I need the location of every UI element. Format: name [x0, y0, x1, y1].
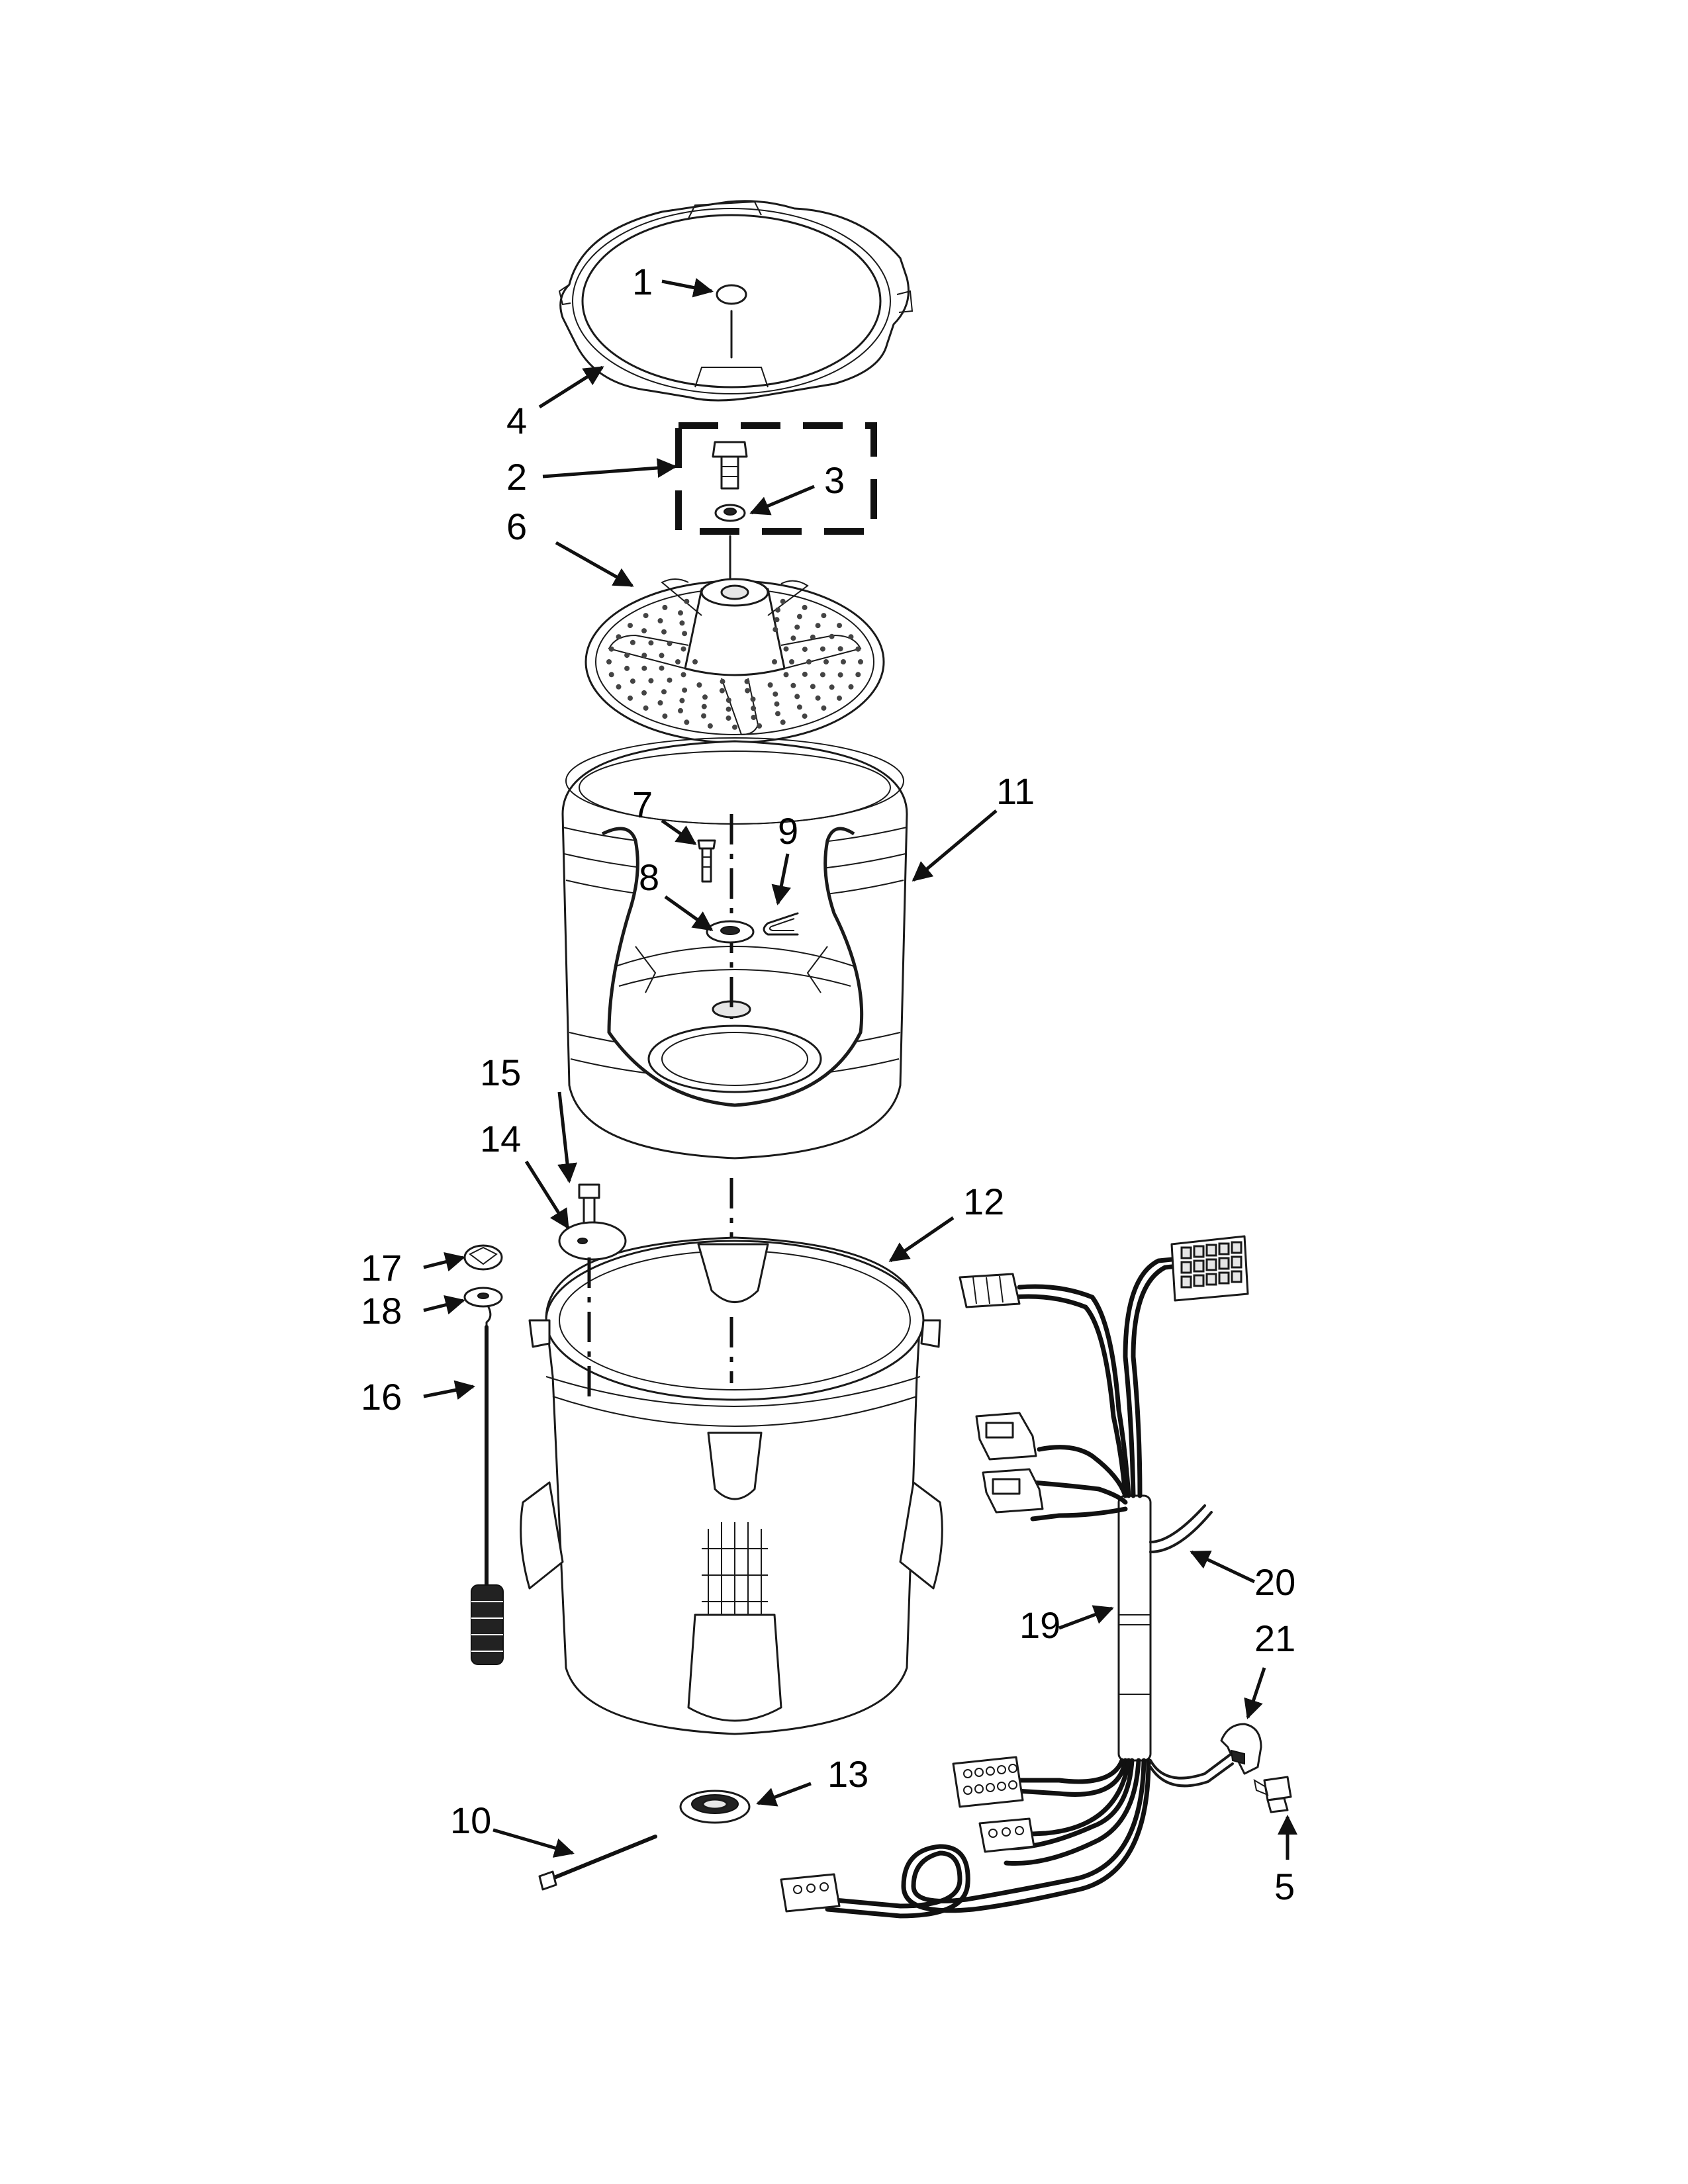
part-12-outer-tub [520, 1236, 943, 1735]
part-16-suspension-rod [471, 1306, 504, 1665]
part-7-screw [697, 839, 716, 883]
callout-labels: 1 2 3 4 5 6 7 8 9 10 11 12 13 14 15 16 1… [361, 261, 1295, 1907]
part-8-hub [706, 920, 755, 944]
part-9-clip [763, 912, 799, 936]
part-19-wire-harness [825, 1255, 1201, 1919]
callout-arrows [423, 277, 1297, 1860]
callout-5: 5 [1274, 1866, 1295, 1907]
part-2-3-kit-box [675, 422, 877, 535]
part-20-hose [1149, 1504, 1234, 1788]
callout-1: 1 [632, 261, 653, 302]
harness-connector-lower-2 [978, 1817, 1035, 1853]
harness-connector-mid-2 [982, 1468, 1044, 1514]
callout-12: 12 [963, 1181, 1004, 1222]
callout-14: 14 [480, 1118, 521, 1160]
callout-8: 8 [639, 856, 659, 898]
callout-2: 2 [506, 456, 527, 498]
harness-connector-top-right [1170, 1235, 1249, 1302]
callout-6: 6 [506, 506, 527, 547]
callout-9: 9 [778, 810, 798, 852]
part-5-screw [1253, 1776, 1292, 1813]
harness-connector-mid-1 [975, 1412, 1037, 1461]
harness-connector-top-left [959, 1273, 1021, 1308]
callout-10: 10 [450, 1799, 491, 1841]
callout-18: 18 [361, 1290, 402, 1332]
part-13-seal [679, 1790, 751, 1824]
callout-17: 17 [361, 1247, 402, 1289]
part-14-bracket [558, 1221, 627, 1261]
callout-7: 7 [632, 784, 653, 825]
part-21-clamp [1220, 1723, 1262, 1775]
callout-11: 11 [996, 770, 1035, 812]
callout-21: 21 [1254, 1617, 1295, 1659]
part-17-dome-cap [463, 1244, 503, 1271]
part-11-basket [561, 737, 908, 1160]
callout-3: 3 [824, 459, 845, 501]
part-6-impeller [585, 578, 885, 744]
callout-15: 15 [480, 1052, 521, 1093]
part-18-damper-top [463, 1287, 503, 1308]
part-10-rod [538, 1835, 657, 1891]
callout-20: 20 [1254, 1561, 1295, 1603]
harness-connector-lower-1 [952, 1756, 1024, 1808]
part-1-center-cap [716, 284, 747, 359]
part-3-washer [714, 504, 746, 522]
harness-connector-lower-3 [780, 1873, 841, 1913]
part-2-bolt [712, 441, 748, 490]
callout-13: 13 [827, 1753, 868, 1795]
callout-4: 4 [506, 400, 527, 441]
callout-19: 19 [1019, 1604, 1060, 1646]
impeller-holes [606, 598, 863, 730]
part-15-fastener [578, 1183, 600, 1226]
callout-16: 16 [361, 1376, 402, 1418]
